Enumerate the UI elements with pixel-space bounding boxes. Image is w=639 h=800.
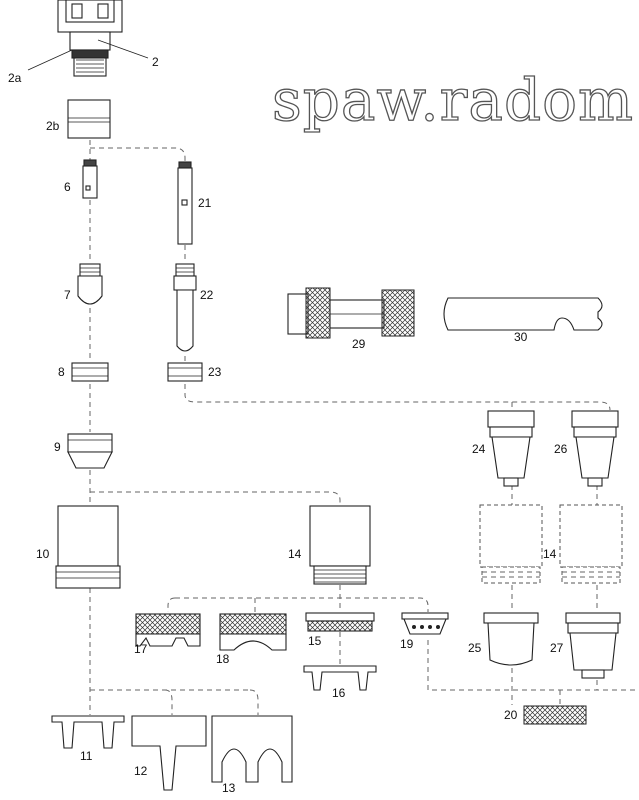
- label-30: 30: [514, 330, 528, 344]
- part-14-shield-cup-phantom: [479, 504, 623, 584]
- part-13-guide: [211, 715, 293, 783]
- part-9-nozzle: [67, 433, 113, 469]
- part-17-guide: [135, 613, 201, 647]
- label-6: 6: [64, 180, 71, 194]
- connector-lines: [89, 140, 639, 715]
- part-27-shield: [565, 612, 621, 679]
- part-11-spacer: [51, 715, 125, 749]
- label-11: 11: [80, 749, 93, 763]
- label-19: 19: [400, 637, 414, 651]
- part-21-electrode-long: [177, 161, 193, 245]
- label-2b: 2b: [46, 119, 60, 133]
- part-12-guide: [131, 715, 207, 791]
- part-8-ring: [71, 362, 109, 382]
- part-22-swirl-long: [173, 263, 197, 352]
- part-14-shield-cup: [309, 505, 371, 585]
- part-19-shield: [401, 612, 449, 635]
- label-25: 25: [468, 641, 482, 655]
- label-26: 26: [554, 442, 568, 456]
- label-12: 12: [134, 764, 148, 778]
- label-24: 24: [472, 442, 486, 456]
- part-15-ring: [305, 612, 375, 632]
- label-7: 7: [64, 288, 71, 302]
- part-2b-insulator: [67, 99, 111, 139]
- label-27: 27: [550, 641, 564, 655]
- part-23-ring: [167, 362, 203, 382]
- part-24-nozzle: [487, 410, 535, 487]
- part-30-wrench: [443, 297, 603, 331]
- label-2a: 2a: [8, 71, 22, 85]
- label-21: 21: [198, 196, 212, 210]
- label-9: 9: [54, 440, 61, 454]
- part-20-ring: [523, 705, 587, 725]
- label-23: 23: [208, 365, 222, 379]
- label-2: 2: [152, 55, 159, 69]
- part-26-nozzle: [571, 410, 619, 487]
- label-17: 17: [134, 642, 148, 656]
- part-7-swirl: [77, 263, 103, 305]
- label-14b: 14: [543, 547, 557, 561]
- label-14: 14: [288, 547, 302, 561]
- part-18-guide: [219, 613, 287, 651]
- label-10: 10: [36, 547, 50, 561]
- part-10-shield-cup: [55, 505, 121, 589]
- label-8: 8: [58, 365, 65, 379]
- part-16-spacer: [303, 665, 377, 691]
- part-6-electrode: [82, 159, 98, 199]
- watermark-text: spaw.radom: [272, 66, 634, 134]
- label-18: 18: [216, 652, 230, 666]
- part-25-shield: [483, 612, 539, 666]
- label-22: 22: [200, 288, 214, 302]
- part-29-tool: [287, 287, 415, 339]
- label-29: 29: [352, 337, 366, 351]
- part-2-torch-head: [27, 0, 149, 77]
- label-13: 13: [222, 781, 236, 795]
- label-15: 15: [308, 634, 322, 648]
- label-16: 16: [332, 686, 346, 700]
- label-20: 20: [504, 708, 518, 722]
- part-labels: 2 2a 2b 6 21 7 22 8 23 9 10 14 14 17 18 …: [8, 55, 568, 795]
